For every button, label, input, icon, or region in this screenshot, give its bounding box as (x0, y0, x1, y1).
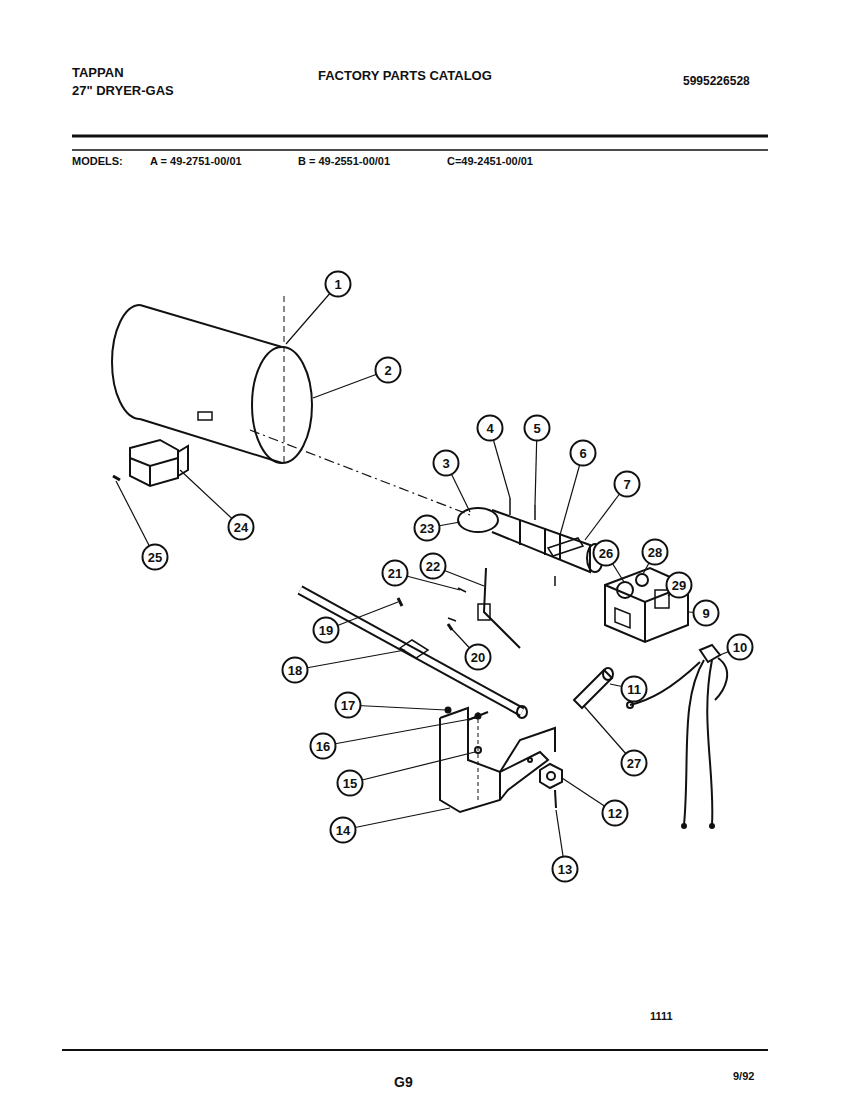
header-text: C=49-2451-00/01 (447, 155, 533, 167)
callout-ring (283, 658, 308, 683)
callout-circle: 1 (324, 270, 352, 298)
callout-number: 10 (733, 641, 747, 654)
callout-ring (571, 441, 596, 466)
callout-number: 4 (486, 422, 493, 435)
callout-circle: 21 (381, 559, 409, 587)
callout-circle: 10 (726, 633, 754, 661)
callout-number: 29 (672, 579, 686, 592)
callout-circle: 4 (476, 414, 504, 442)
footer-text: 9/92 (733, 1070, 754, 1082)
callout-number: 27 (627, 757, 641, 770)
callout-circle: 19 (312, 616, 340, 644)
callout-circle: 7 (613, 470, 641, 498)
header-text: FACTORY PARTS CATALOG (318, 69, 492, 83)
callout-circle: 23 (413, 514, 441, 542)
callout-ring (338, 771, 363, 796)
callout-ring (421, 554, 446, 579)
callout-ring (622, 677, 647, 702)
callout-number: 26 (599, 547, 613, 560)
callout-circle: 25 (141, 543, 169, 571)
callout-circle: 28 (641, 538, 669, 566)
callout-circle: 22 (419, 552, 447, 580)
callout-number: 3 (442, 457, 449, 470)
callout-ring (143, 545, 168, 570)
callout-number: 6 (579, 447, 586, 460)
header-text: 27" DRYER-GAS (72, 84, 174, 98)
header-text: 5995226528 (683, 75, 750, 88)
callout-number: 20 (471, 651, 485, 664)
callout-number: 16 (316, 740, 330, 753)
callout-circle: 26 (592, 539, 620, 567)
callout-circle: 29 (665, 571, 693, 599)
callout-number: 1 (334, 278, 341, 291)
callout-number: 11 (627, 683, 641, 696)
callout-ring (478, 416, 503, 441)
callout-ring (694, 601, 719, 626)
callout-ring (331, 818, 356, 843)
callout-circle: 6 (569, 439, 597, 467)
callout-circle: 14 (329, 816, 357, 844)
callout-circle: 15 (336, 769, 364, 797)
header-text: A = 49-2751-00/01 (150, 155, 242, 167)
callout-ring (594, 541, 619, 566)
callout-number: 19 (319, 624, 333, 637)
footer-text: G9 (394, 1075, 413, 1090)
callout-circle: 11 (620, 675, 648, 703)
callout-ring (603, 801, 628, 826)
callout-ring (466, 645, 491, 670)
callout-number: 12 (608, 807, 622, 820)
callout-ring (728, 635, 753, 660)
callout-number: 17 (341, 699, 355, 712)
callout-number: 13 (558, 863, 572, 876)
callout-ring (311, 734, 336, 759)
callout-number: 2 (384, 364, 391, 377)
callout-number: 9 (702, 607, 709, 620)
callout-circle: 3 (432, 449, 460, 477)
callout-circle: 9 (692, 599, 720, 627)
callout-circle: 20 (464, 643, 492, 671)
callout-number: 25 (148, 551, 162, 564)
callout-number: 23 (420, 522, 434, 535)
callout-number: 22 (426, 560, 440, 573)
callout-circle: 13 (551, 855, 579, 883)
header-text: MODELS: (72, 155, 123, 167)
callout-ring (326, 272, 351, 297)
callout-ring (643, 540, 668, 565)
callout-circle: 5 (523, 414, 551, 442)
callout-number: 18 (288, 664, 302, 677)
callout-number: 15 (343, 777, 357, 790)
callout-circle: 18 (281, 656, 309, 684)
footer-text: 1111 (650, 1010, 673, 1022)
callout-circle: 16 (309, 732, 337, 760)
callout-ring (434, 451, 459, 476)
callout-number: 14 (336, 824, 350, 837)
callout-ring (314, 618, 339, 643)
callout-circle: 27 (620, 749, 648, 777)
callout-ring (229, 515, 254, 540)
callout-circle: 2 (374, 356, 402, 384)
callout-ring (415, 516, 440, 541)
callout-number: 28 (648, 546, 662, 559)
callout-number: 5 (533, 422, 540, 435)
callout-number: 21 (388, 567, 402, 580)
header-text: TAPPAN (72, 66, 124, 80)
callout-ring (336, 693, 361, 718)
callout-ring (383, 561, 408, 586)
callout-ring (376, 358, 401, 383)
header-text: B = 49-2551-00/01 (298, 155, 390, 167)
callout-ring (622, 751, 647, 776)
callout-ring (525, 416, 550, 441)
callout-number: 7 (623, 478, 630, 491)
callout-circle: 12 (601, 799, 629, 827)
callout-ring (667, 573, 692, 598)
callout-ring (553, 857, 578, 882)
callout-number: 24 (234, 521, 248, 534)
callout-circle: 24 (227, 513, 255, 541)
callout-circle: 17 (334, 691, 362, 719)
callout-ring (615, 472, 640, 497)
